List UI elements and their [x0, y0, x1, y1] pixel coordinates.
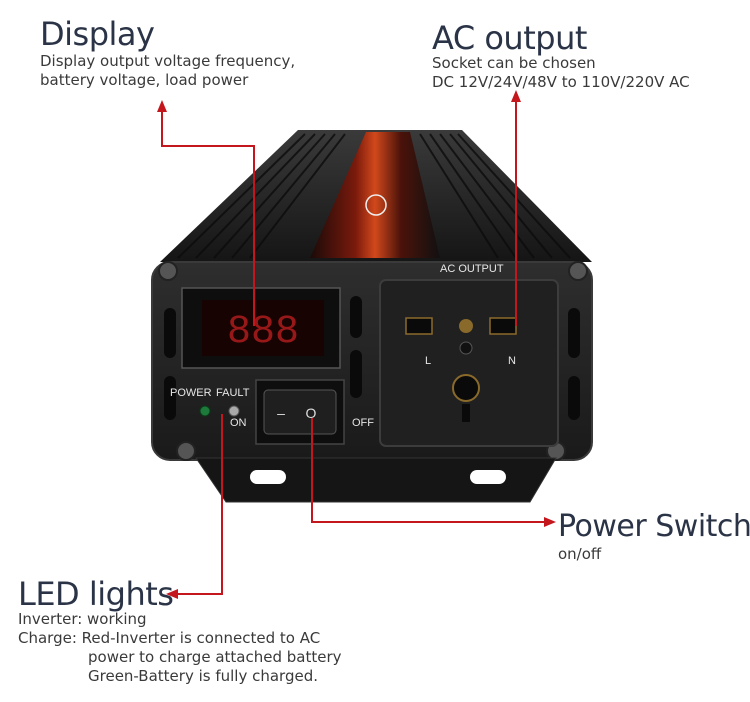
digital-display: 888	[181, 287, 341, 369]
led-lights-description: Inverter: working Charge: Red-Inverter i…	[18, 610, 342, 685]
ac-output-title: AC output	[432, 19, 587, 57]
power-led-icon	[199, 405, 211, 417]
switch-off-label: OFF	[352, 417, 374, 429]
rocker-switch[interactable]: – O OFF	[255, 379, 374, 445]
ac-output-description: Socket can be chosen DC 12V/24V/48V to 1…	[432, 54, 690, 91]
socket-right-letter: N	[508, 355, 516, 367]
switch-off-symbol: –	[277, 405, 285, 421]
ac-output-label: AC OUTPUT	[440, 263, 504, 275]
leader-lines	[161, 100, 548, 595]
indicator-leds: POWER FAULT ON	[170, 387, 250, 429]
mounting-bracket	[195, 457, 557, 503]
display-title: Display	[40, 15, 155, 53]
socket-left-letter: L	[425, 355, 431, 367]
switch-on-label: ON	[230, 417, 247, 429]
display-description: Display output voltage frequency, batter…	[40, 52, 296, 89]
leader-arrowheads	[157, 90, 556, 599]
power-switch-description: on/off	[558, 545, 602, 563]
switch-on-symbol: O	[306, 405, 317, 421]
vent-slots	[164, 296, 580, 420]
led-lights-title: LED lights	[18, 575, 174, 613]
fault-led-icon	[228, 405, 240, 417]
power-led-label: POWER	[170, 387, 212, 399]
ac-socket: AC OUTPUT L N	[379, 263, 559, 447]
display-digits: 888	[227, 310, 299, 355]
fault-led-label: FAULT	[216, 387, 250, 399]
power-switch-title: Power Switch	[558, 509, 750, 544]
housing-top	[160, 130, 592, 262]
